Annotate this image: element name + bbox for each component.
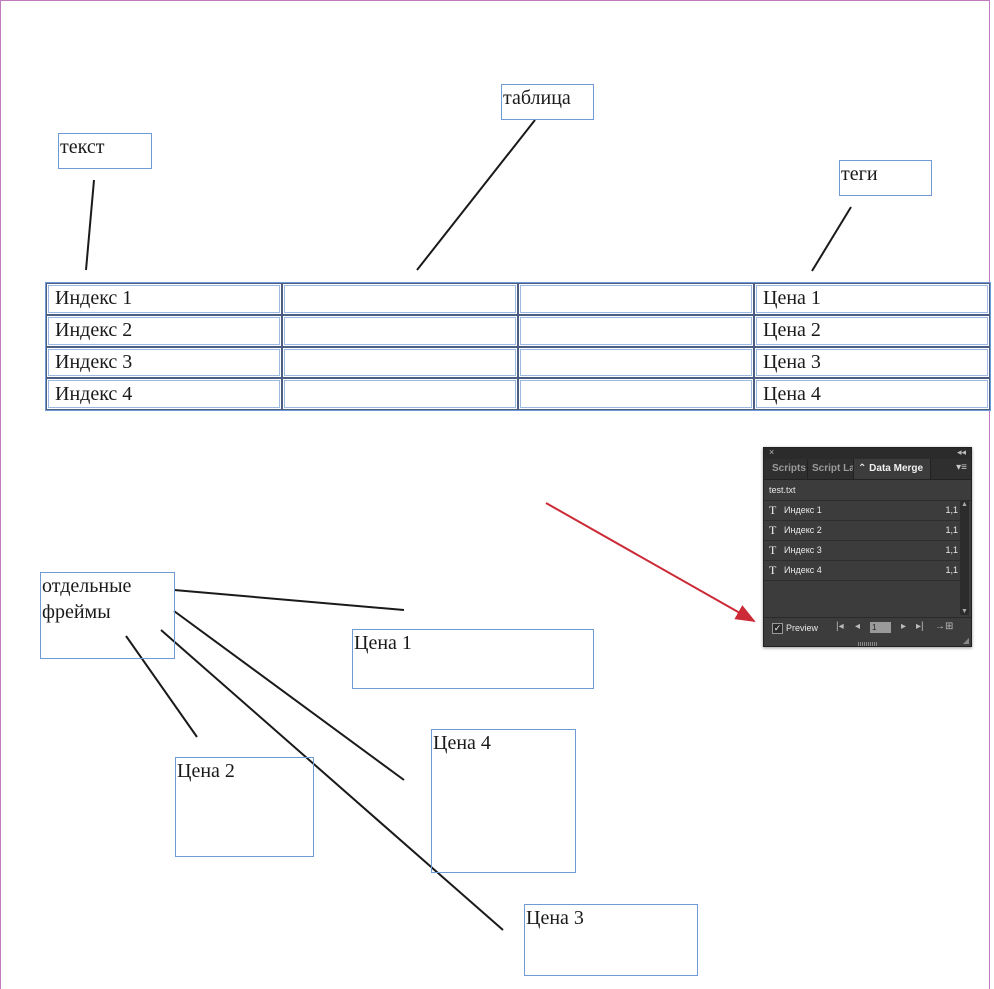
data-table[interactable]: Индекс 1 Цена 1 Индекс 2 Цена 2 Индекс 3…: [45, 282, 991, 411]
price3-frame[interactable]: Цена 3: [524, 904, 698, 976]
price1-frame[interactable]: Цена 1: [352, 629, 594, 689]
preview-label: Preview: [786, 623, 819, 633]
label-text: текст: [60, 136, 105, 158]
record-number-input[interactable]: 1: [870, 622, 891, 633]
scroll-down-icon[interactable]: ▼: [961, 608, 968, 615]
table-cell-price[interactable]: Цена 2: [754, 314, 990, 347]
table-cell[interactable]: [518, 283, 754, 315]
price1-text: Цена 1: [354, 632, 412, 654]
label-frames-frame[interactable]: отдельные фреймы: [40, 572, 175, 659]
price3-text: Цена 3: [526, 907, 584, 929]
table-cell[interactable]: [282, 314, 518, 347]
label-table-frame[interactable]: таблица: [501, 84, 594, 120]
price2-text: Цена 2: [177, 760, 235, 782]
next-record-icon[interactable]: ▸: [901, 621, 907, 632]
last-record-icon[interactable]: ▸|: [916, 621, 924, 632]
field-name: Индекс 1: [784, 505, 822, 515]
tab-script-label[interactable]: Script La: [808, 459, 854, 479]
tab-data-merge-label: Data Merge: [869, 463, 924, 474]
table-cell[interactable]: [282, 346, 518, 379]
field-name: Индекс 4: [784, 565, 822, 575]
panel-title-bar: × ◂◂: [764, 447, 971, 459]
price2-frame[interactable]: Цена 2: [175, 757, 314, 857]
field-list: T Индекс 1 1,1 T Индекс 2 1,1 T Индекс 3…: [764, 501, 960, 615]
field-name: Индекс 2: [784, 525, 822, 535]
field-value: 1,1: [945, 565, 958, 575]
field-name: Индекс 3: [784, 545, 822, 555]
text-field-icon: T: [769, 523, 777, 537]
list-item[interactable]: T Индекс 2 1,1: [764, 521, 960, 541]
create-merged-document-icon[interactable]: →⊞: [935, 621, 954, 632]
field-value: 1,1: [945, 525, 958, 535]
field-value: 1,1: [945, 545, 958, 555]
tab-data-merge[interactable]: ⌃ Data Merge: [854, 459, 931, 479]
table-cell[interactable]: [518, 378, 754, 410]
label-table: таблица: [503, 87, 571, 109]
text-field-icon: T: [769, 563, 777, 577]
field-value: 1,1: [945, 505, 958, 515]
table-row: Индекс 2 Цена 2: [46, 314, 990, 347]
panel-tabs: Scripts Script La ⌃ Data Merge ▾≡: [764, 459, 971, 480]
scroll-up-icon[interactable]: ▲: [961, 501, 968, 508]
label-frames: отдельные фреймы: [42, 575, 132, 623]
panel-grip[interactable]: [858, 642, 878, 646]
panel-footer: ✓ Preview |◂ ◂ 1 ▸ ▸| →⊞: [764, 617, 971, 640]
panel-menu-icon[interactable]: ▾≡: [956, 462, 967, 473]
first-record-icon[interactable]: |◂: [836, 621, 844, 632]
collapse-icon[interactable]: ◂◂: [956, 447, 966, 457]
red-arrow: [545, 502, 756, 622]
list-item[interactable]: T Индекс 1 1,1: [764, 501, 960, 521]
resize-handle-icon[interactable]: ◢: [962, 636, 969, 645]
table-cell-price[interactable]: Цена 3: [754, 346, 990, 379]
text-field-icon: T: [769, 543, 777, 557]
table-cell-index[interactable]: Индекс 1: [46, 283, 282, 315]
preview-checkbox[interactable]: ✓: [772, 623, 783, 634]
tab-scripts[interactable]: Scripts: [768, 459, 808, 479]
text-field-icon: T: [769, 503, 777, 517]
list-item[interactable]: T Индекс 4 1,1: [764, 561, 960, 581]
label-tags-frame[interactable]: теги: [839, 160, 932, 196]
line-frames-to-price4: [173, 610, 405, 781]
line-frames-to-price2: [125, 635, 198, 738]
line-tags-to-column: [811, 206, 852, 272]
table-cell-index[interactable]: Индекс 2: [46, 314, 282, 347]
label-tags: теги: [841, 163, 878, 185]
data-merge-panel: × ◂◂ Scripts Script La ⌃ Data Merge ▾≡ t…: [763, 447, 972, 647]
close-icon[interactable]: ×: [769, 447, 775, 457]
table-row: Индекс 3 Цена 3: [46, 346, 990, 379]
table-row: Индекс 4 Цена 4: [46, 378, 990, 410]
scrollbar[interactable]: ▲ ▼: [960, 501, 969, 615]
table-cell[interactable]: [518, 314, 754, 347]
list-item[interactable]: T Индекс 3 1,1: [764, 541, 960, 561]
prev-record-icon[interactable]: ◂: [855, 621, 861, 632]
table-cell-index[interactable]: Индекс 3: [46, 346, 282, 379]
data-source-name: test.txt: [764, 480, 971, 501]
line-table-to-table: [416, 119, 536, 271]
table-cell-price[interactable]: Цена 1: [754, 283, 990, 315]
line-text-to-column: [85, 179, 95, 271]
table-cell[interactable]: [518, 346, 754, 379]
price4-frame[interactable]: Цена 4: [431, 729, 576, 873]
line-frames-to-price1: [173, 589, 405, 611]
line-frames-to-price3: [160, 629, 504, 931]
table-cell-price[interactable]: Цена 4: [754, 378, 990, 410]
table-cell-index[interactable]: Индекс 4: [46, 378, 282, 410]
table-cell[interactable]: [282, 283, 518, 315]
table-row: Индекс 1 Цена 1: [46, 283, 990, 315]
tab-reorder-icon: ⌃: [858, 463, 867, 474]
price4-text: Цена 4: [433, 732, 491, 754]
label-text-frame[interactable]: текст: [58, 133, 152, 169]
table-cell[interactable]: [282, 378, 518, 410]
